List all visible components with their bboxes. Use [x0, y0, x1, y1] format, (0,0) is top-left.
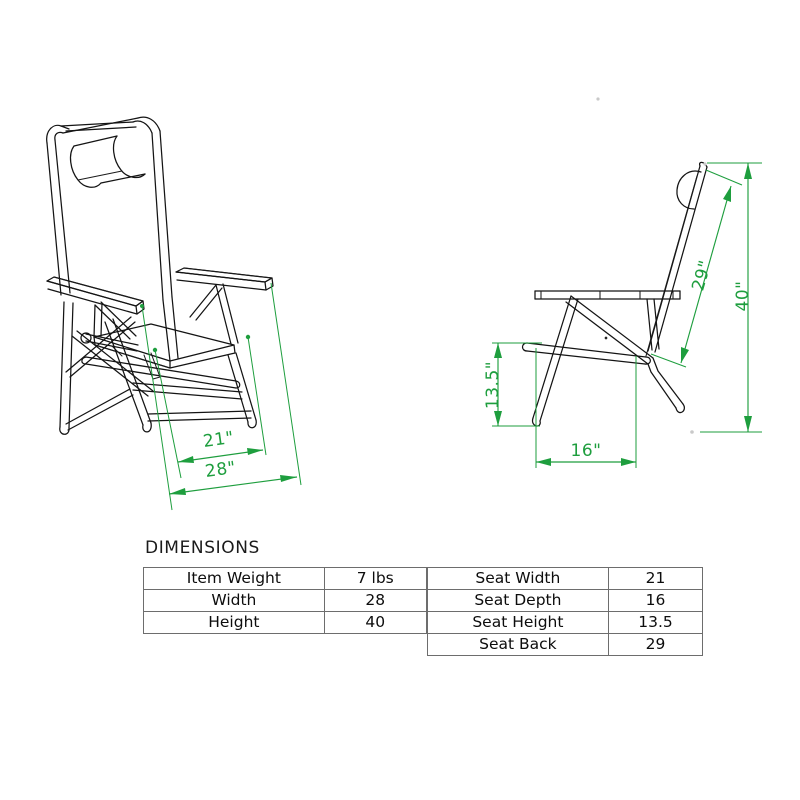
- backrest-left-upright: [46, 124, 71, 296]
- dimension-label-29: 29": [688, 258, 716, 293]
- dimensions-title: DIMENSIONS: [145, 538, 260, 558]
- cell-value: 28: [323, 589, 427, 612]
- chair-perspective-view: [46, 116, 274, 435]
- cell-value: 40: [323, 611, 427, 634]
- table-row: Seat Depth 16: [426, 589, 703, 612]
- dimension-label-13-5: 13.5": [483, 361, 503, 409]
- side-backrest-inner-tube: [645, 175, 698, 357]
- seat-bracket: [111, 345, 161, 380]
- side-rear-leg: [565, 295, 685, 414]
- table-row: Seat Back 29: [426, 633, 703, 656]
- dimensions-panel: DIMENSIONS Item Weight 7 lbs Width 28 He…: [143, 538, 703, 656]
- cell-value: 13.5: [608, 611, 703, 634]
- armrest-support-struts: [94, 284, 223, 340]
- dimension-label-40: 40": [733, 281, 753, 312]
- cell-value: 7 lbs: [323, 567, 427, 590]
- dimensions-table-right: Seat Width 21 Seat Depth 16 Seat Height …: [426, 567, 703, 656]
- seat-side-tube-right: [215, 283, 239, 345]
- cell-value: 21: [608, 567, 703, 590]
- side-view-dimensions: 13.5" 16" 29": [483, 162, 762, 468]
- seat-front-rail: [81, 356, 241, 389]
- backrest-right-upright: [132, 116, 173, 301]
- front-leg-left: [104, 318, 152, 433]
- perspective-view-dimensions: 21" 28": [140, 282, 302, 511]
- dimension-seat-depth-16: 16": [535, 348, 637, 468]
- table-row: Width 28: [143, 589, 427, 612]
- front-bottom-rail: [147, 410, 252, 422]
- dimensions-table-left: Item Weight 7 lbs Width 28 Height 40: [143, 567, 427, 634]
- table-row: Height 40: [143, 611, 427, 634]
- table-row: Seat Width 21: [426, 567, 703, 590]
- dimensions-tables-row: Item Weight 7 lbs Width 28 Height 40: [143, 567, 703, 656]
- rear-lower-brace: [65, 388, 134, 431]
- armrest-left: [46, 276, 145, 315]
- cell-label: Height: [143, 611, 325, 634]
- backrest-top-rail: [60, 117, 139, 134]
- stray-speck: [596, 97, 600, 101]
- dimension-overall-width-28: 28": [168, 458, 298, 495]
- cell-label: Seat Height: [426, 611, 610, 634]
- cell-value: 16: [608, 589, 703, 612]
- chair-side-view: [521, 161, 708, 427]
- dimension-seat-height-13-5: 13.5": [483, 342, 542, 427]
- cell-label: Item Weight: [143, 567, 325, 590]
- dimension-label-16: 16": [571, 441, 602, 461]
- table-row: Item Weight 7 lbs: [143, 567, 427, 590]
- leg-cross-brace: [65, 316, 154, 397]
- armrest-right: [175, 267, 274, 291]
- side-seat-bar: [534, 290, 681, 300]
- side-front-leg: [531, 295, 579, 427]
- cell-label: Seat Depth: [426, 589, 610, 612]
- cell-label: Seat Width: [426, 567, 610, 590]
- seat-side-tube-left: [93, 302, 103, 338]
- rear-upright-right-lower: [162, 296, 179, 362]
- mid-lower-rail: [132, 382, 243, 400]
- headrest-pillow: [69, 135, 146, 188]
- dimension-seat-width-21: 21": [177, 428, 264, 463]
- side-lower-rail: [521, 342, 651, 365]
- cell-label: Width: [143, 589, 325, 612]
- side-rear-upright: [646, 298, 660, 351]
- dimension-overall-height-40: 40": [690, 162, 762, 434]
- dimension-label-28: 28": [204, 458, 237, 482]
- table-row: Seat Height 13.5: [426, 611, 703, 634]
- side-headrest-circle: [676, 170, 702, 210]
- dimension-label-21: 21": [202, 428, 235, 452]
- cell-label: Seat Back: [426, 633, 610, 656]
- dimension-seat-back-29: 29": [650, 169, 743, 368]
- cell-value: 29: [608, 633, 703, 656]
